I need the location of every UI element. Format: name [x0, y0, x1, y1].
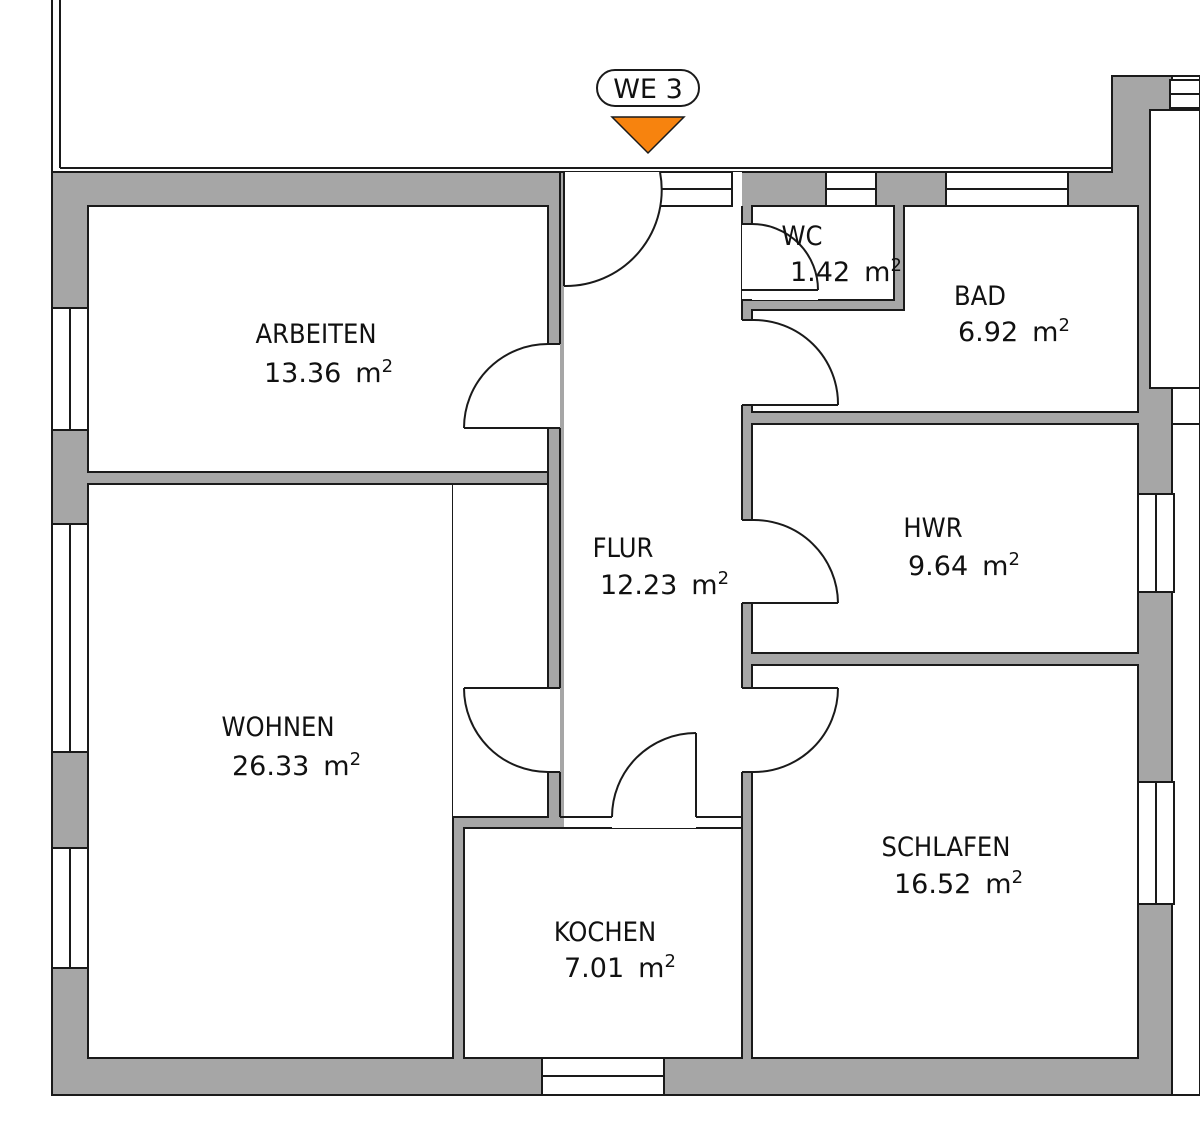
window-top-right — [1169, 79, 1200, 109]
room-wohnen — [87, 483, 454, 1059]
door-schlafen — [742, 687, 839, 774]
room-name-bad: BAD — [954, 281, 1006, 312]
door-kochen — [611, 732, 697, 828]
window-flur-top — [659, 171, 733, 207]
door-wc — [742, 223, 819, 301]
room-name-arbeiten: ARBEITEN — [256, 319, 377, 350]
room-name-flur: FLUR — [593, 533, 654, 564]
window-wohnen-left-1 — [51, 523, 89, 753]
room-kochen — [463, 827, 743, 1059]
window-bad-top — [945, 171, 1069, 207]
room-name-kochen: KOCHEN — [554, 917, 656, 948]
room-bad — [751, 205, 1139, 413]
window-arbeiten-left — [51, 307, 89, 431]
door-hwr — [742, 518, 839, 604]
window-schlafen-right — [1137, 781, 1175, 905]
door-bad — [742, 318, 840, 406]
door-wohnen — [463, 687, 560, 773]
windows — [51, 79, 1200, 1096]
right-neighbour-inner — [1149, 109, 1200, 389]
room-hwr — [751, 423, 1139, 654]
right-neighbour-lower — [1171, 423, 1200, 1096]
door-arbeiten — [463, 343, 560, 429]
doors — [463, 171, 840, 828]
window-kochen-bottom — [541, 1057, 665, 1096]
window-wc-top — [825, 171, 877, 207]
window-hwr-right — [1137, 493, 1175, 593]
room-name-wohnen: WOHNEN — [221, 712, 334, 743]
door-entrance — [563, 171, 663, 288]
room-name-wc: WC — [782, 221, 823, 252]
unit-tag-label: WE 3 — [613, 74, 683, 105]
room-name-hwr: HWR — [903, 513, 962, 544]
unit-tag-badge — [596, 69, 700, 107]
unit-tag: WE 3 — [596, 69, 700, 155]
window-wohnen-left-2 — [51, 847, 89, 969]
entrance-marker-icon — [610, 116, 686, 155]
room-name-schlafen: SCHLAFEN — [882, 832, 1011, 863]
